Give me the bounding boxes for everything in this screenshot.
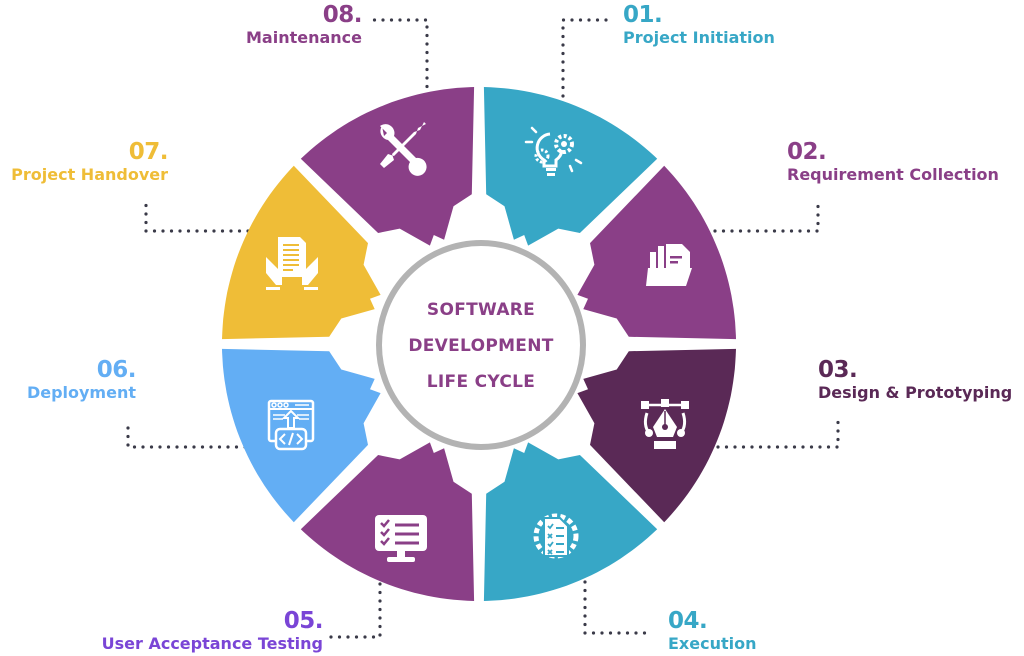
connector-01 bbox=[561, 18, 615, 98]
phase-label-02: 02. Requirement Collection bbox=[787, 139, 999, 185]
connector-04 bbox=[583, 580, 652, 635]
phase-name: Requirement Collection bbox=[787, 165, 999, 184]
segment-02 bbox=[577, 165, 736, 340]
connector-06 bbox=[126, 418, 247, 449]
phase-name: Project Handover bbox=[11, 165, 168, 184]
phase-name: Execution bbox=[668, 634, 757, 653]
connector-05 bbox=[328, 582, 382, 639]
lightbulb-gears-icon bbox=[524, 126, 583, 176]
browser-code-upload-icon bbox=[267, 399, 315, 451]
phase-icons bbox=[266, 122, 692, 562]
center-ring bbox=[376, 240, 586, 450]
phase-label-05: 05. User Acceptance Testing bbox=[101, 608, 324, 654]
phase-name: Deployment bbox=[26, 383, 136, 402]
phase-name: User Acceptance Testing bbox=[101, 634, 323, 653]
center-title-line-2: DEVELOPMENT bbox=[408, 336, 554, 356]
connector-03 bbox=[716, 416, 840, 449]
wrench-screwdriver-icon bbox=[380, 122, 427, 176]
hands-document-icon bbox=[266, 237, 318, 290]
phase-number: 02. bbox=[787, 139, 827, 165]
phase-number: 03. bbox=[818, 357, 858, 383]
phase-number: 08. bbox=[322, 2, 363, 28]
phase-label-04: 04. Execution bbox=[668, 608, 757, 654]
center-title-line-3: LIFE CYCLE bbox=[426, 372, 536, 392]
connector-02 bbox=[713, 198, 820, 233]
phase-name: Project Initiation bbox=[623, 28, 775, 47]
pen-tool-vector-icon bbox=[641, 399, 689, 449]
phase-label-03: 03. Design & Prototyping bbox=[818, 357, 1012, 403]
connector-08 bbox=[371, 18, 429, 97]
phase-number: 01. bbox=[623, 2, 663, 28]
phase-number: 05. bbox=[283, 608, 324, 634]
phase-number: 04. bbox=[668, 608, 708, 634]
checklist-gear-icon bbox=[533, 513, 579, 559]
phase-number: 07. bbox=[128, 139, 169, 165]
phase-label-08: 08. Maintenance bbox=[245, 2, 363, 48]
center-title-line-1: SOFTWARE bbox=[426, 300, 536, 320]
phase-name: Maintenance bbox=[245, 28, 362, 47]
phase-name: Design & Prototyping bbox=[818, 383, 1013, 402]
segment-08 bbox=[300, 87, 475, 246]
phase-label-01: 01. Project Initiation bbox=[623, 2, 775, 48]
phase-label-06: 06. Deployment bbox=[26, 357, 137, 403]
phase-number: 06. bbox=[96, 357, 137, 383]
dotted-connectors bbox=[126, 18, 840, 639]
connector-07 bbox=[144, 200, 250, 233]
folder-documents-icon bbox=[646, 244, 692, 286]
monitor-checklist-icon bbox=[375, 515, 427, 562]
center-title: SOFTWARE DEVELOPMENT LIFE CYCLE bbox=[381, 292, 581, 400]
phase-label-07: 07. Project Handover bbox=[11, 139, 168, 185]
